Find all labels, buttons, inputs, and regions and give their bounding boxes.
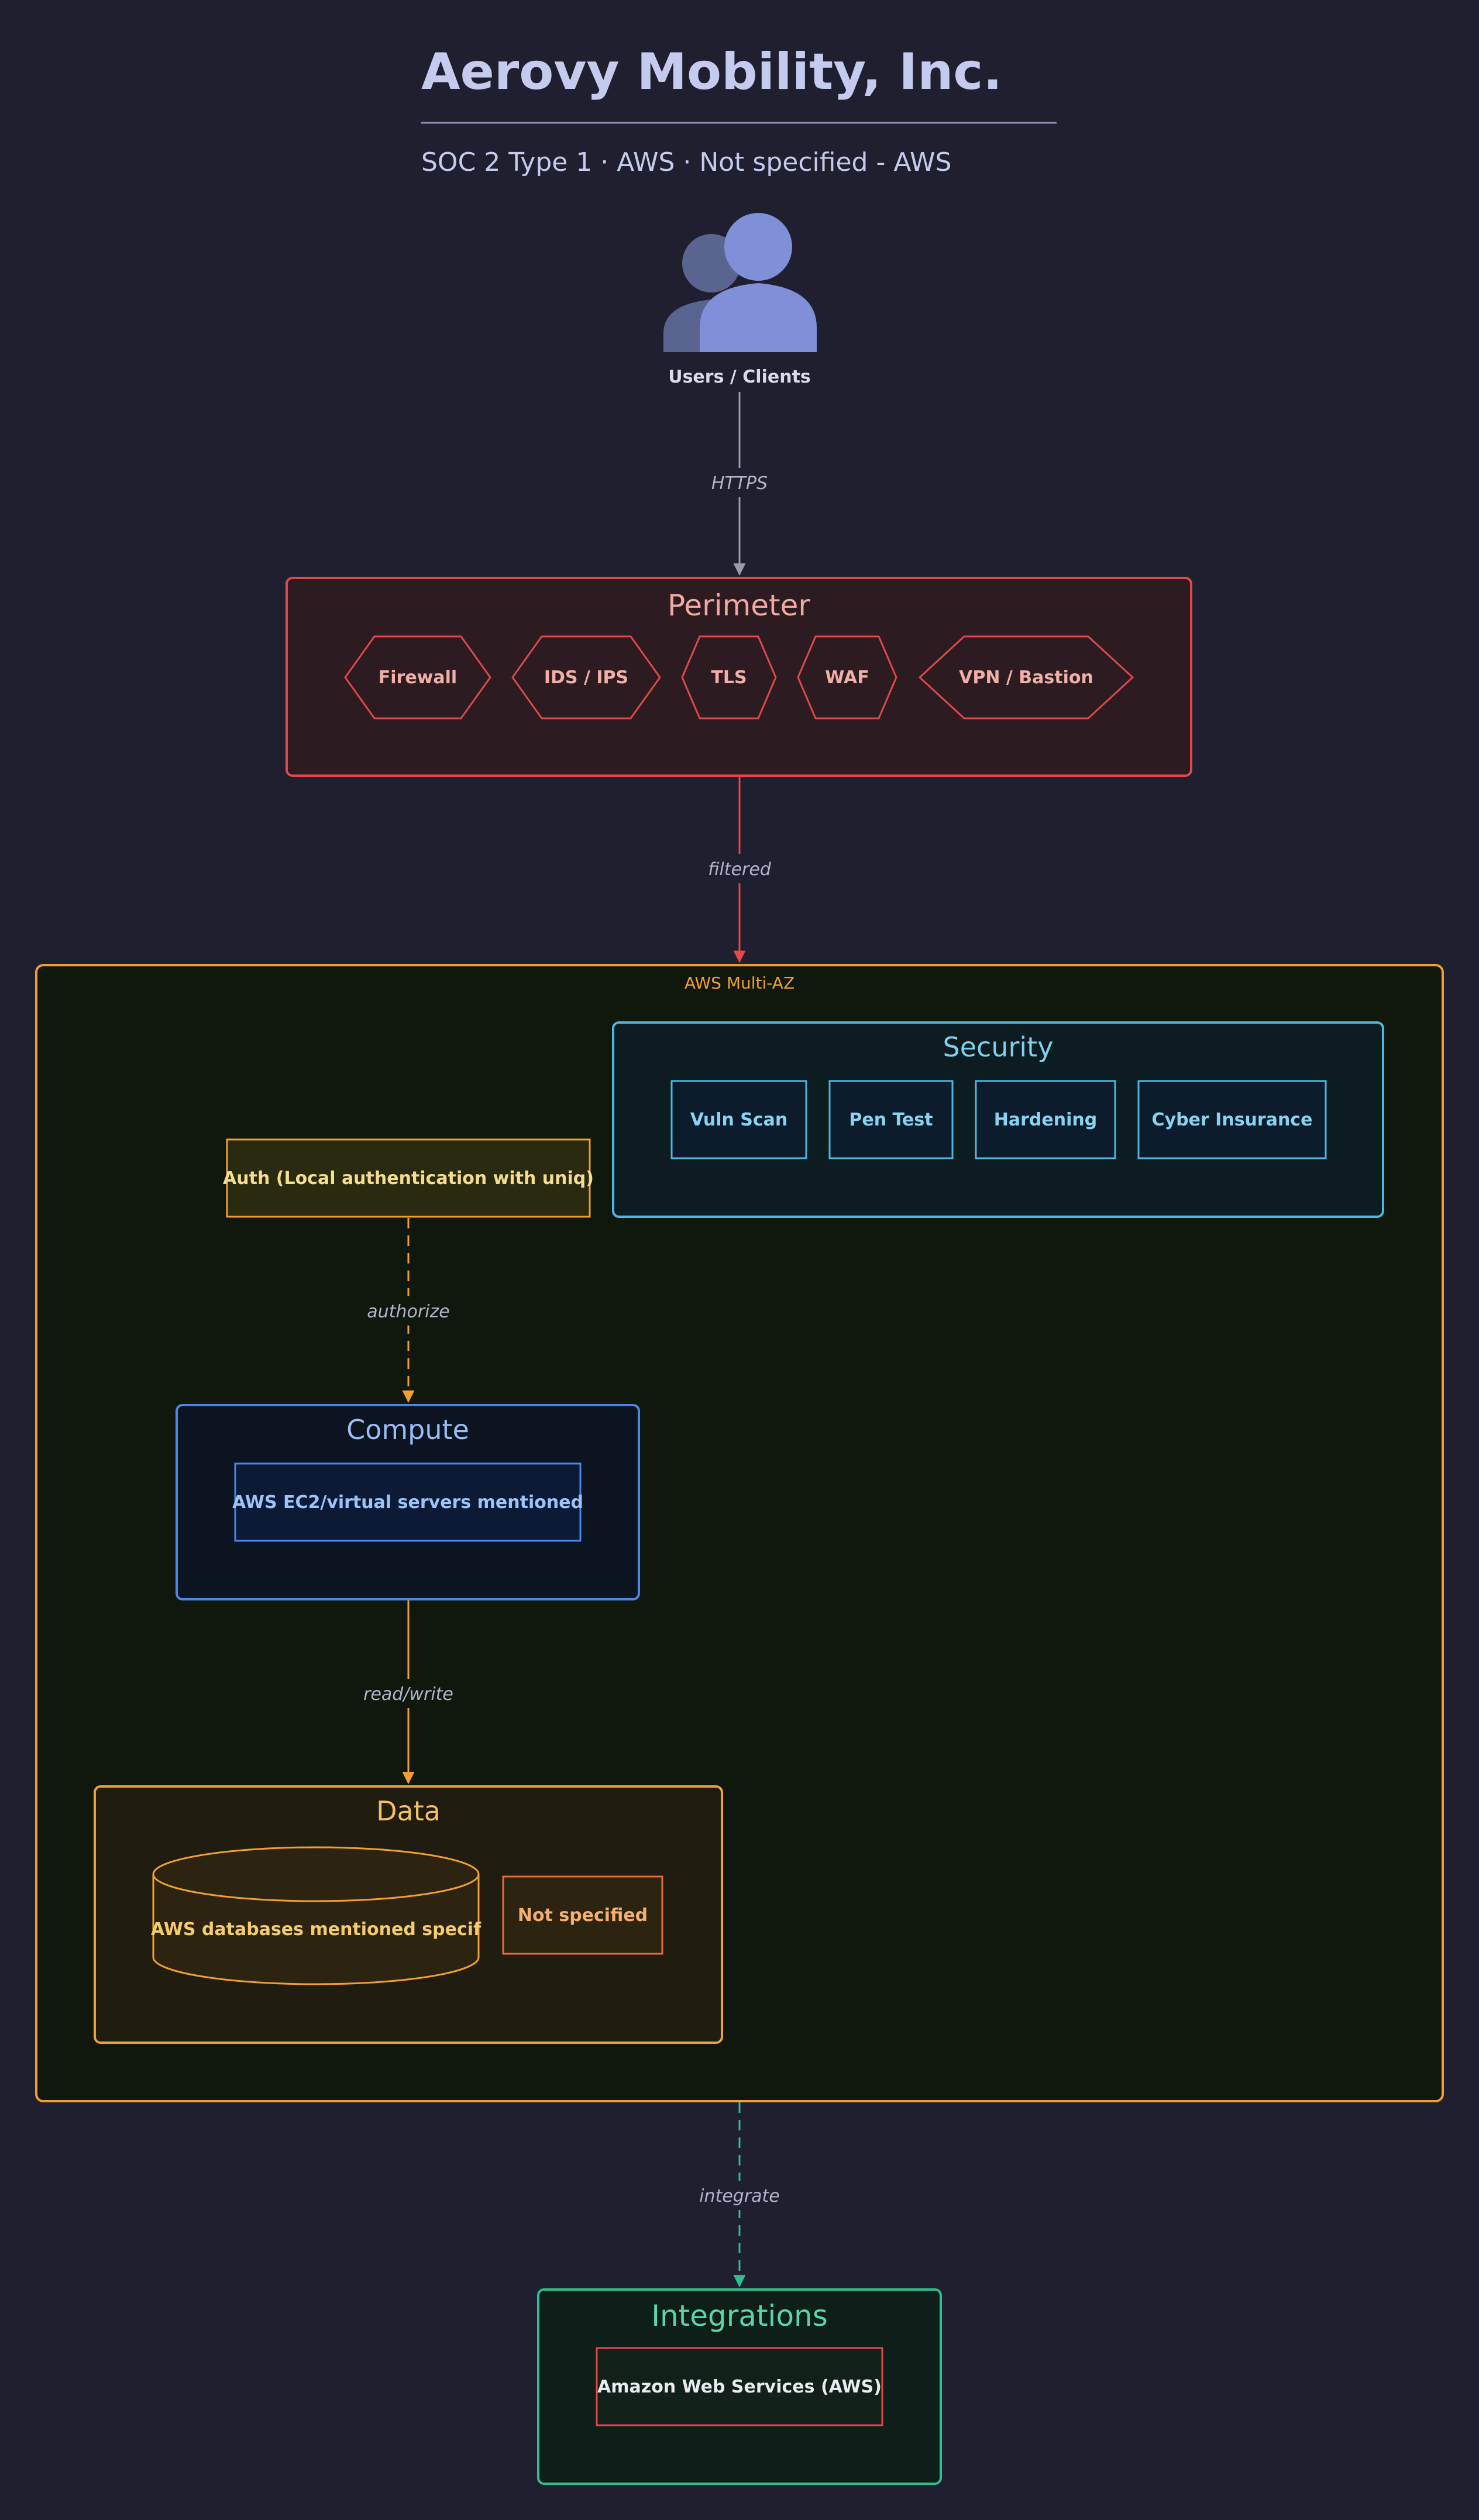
perimeter-waf-label: WAF xyxy=(825,667,869,688)
edge-read-write-label-bg xyxy=(363,1679,454,1708)
perimeter-firewall: Firewall xyxy=(344,635,491,719)
security-cyber-insurance-label: Cyber Insurance xyxy=(1152,1110,1313,1130)
perimeter-tls-label: TLS xyxy=(711,667,747,688)
perimeter-waf: WAF xyxy=(797,635,897,719)
auth-box: Auth (Local authentication with uniq) xyxy=(223,1138,594,1218)
security-pen-test: Pen Test xyxy=(828,1080,954,1159)
users-icon xyxy=(663,213,817,352)
page-subtitle: SOC 2 Type 1 · AWS · Not specified - AWS xyxy=(421,147,951,177)
security-vuln-scan-label: Vuln Scan xyxy=(690,1110,788,1130)
security-pen-test-label: Pen Test xyxy=(849,1110,933,1130)
cloud-label: AWS Multi-AZ xyxy=(685,973,794,993)
security-vuln-scan: Vuln Scan xyxy=(670,1080,807,1159)
edge-https-label: HTTPS xyxy=(711,473,768,494)
users-label: Users / Clients xyxy=(668,367,811,387)
perimeter-vpn-bastion-label: VPN / Bastion xyxy=(959,667,1093,688)
data-not-specified: Not specified xyxy=(502,1875,663,1955)
edge-authorize-label: authorize xyxy=(367,1302,449,1322)
perimeter-firewall-label: Firewall xyxy=(379,667,457,688)
data-title: Data xyxy=(376,1795,441,1827)
edge-read-write-label: read/write xyxy=(363,1684,453,1705)
database-icon: AWS databases mentioned specif xyxy=(151,1846,481,1985)
edge-integrate-label: integrate xyxy=(699,2186,780,2206)
edge-filtered-label: filtered xyxy=(708,859,772,880)
integrations-aws-label: Amazon Web Services (AWS) xyxy=(597,2377,882,2397)
perimeter-ids-ips-label: IDS / IPS xyxy=(544,667,628,688)
security-title: Security xyxy=(943,1031,1054,1063)
perimeter-ids-ips: IDS / IPS xyxy=(511,635,661,719)
perimeter-title: Perimeter xyxy=(668,588,810,622)
edge-filtered-label-bg xyxy=(702,854,777,883)
security-cyber-insurance: Cyber Insurance xyxy=(1137,1080,1327,1159)
security-hardening: Hardening xyxy=(975,1080,1116,1159)
page-title: Aerovy Mobility, Inc. xyxy=(421,43,1002,101)
perimeter-vpn-bastion: VPN / Bastion xyxy=(918,635,1134,719)
integrations-title: Integrations xyxy=(651,2299,828,2333)
compute-title: Compute xyxy=(346,1414,469,1445)
data-not-specified-label: Not specified xyxy=(518,1905,648,1926)
edge-integrate-label-bg xyxy=(696,2181,783,2210)
perimeter-tls: TLS xyxy=(681,635,777,719)
integrations-aws: Amazon Web Services (AWS) xyxy=(596,2347,883,2426)
security-hardening-label: Hardening xyxy=(994,1110,1097,1130)
compute-ec2: AWS EC2/virtual servers mentioned xyxy=(232,1462,583,1542)
edge-authorize-label-bg xyxy=(366,1296,450,1326)
edge-https-label-bg xyxy=(708,468,771,497)
database-label: AWS databases mentioned specif xyxy=(151,1919,481,1940)
compute-ec2-label: AWS EC2/virtual servers mentioned xyxy=(232,1492,583,1513)
auth-label: Auth (Local authentication with uniq) xyxy=(223,1168,594,1189)
